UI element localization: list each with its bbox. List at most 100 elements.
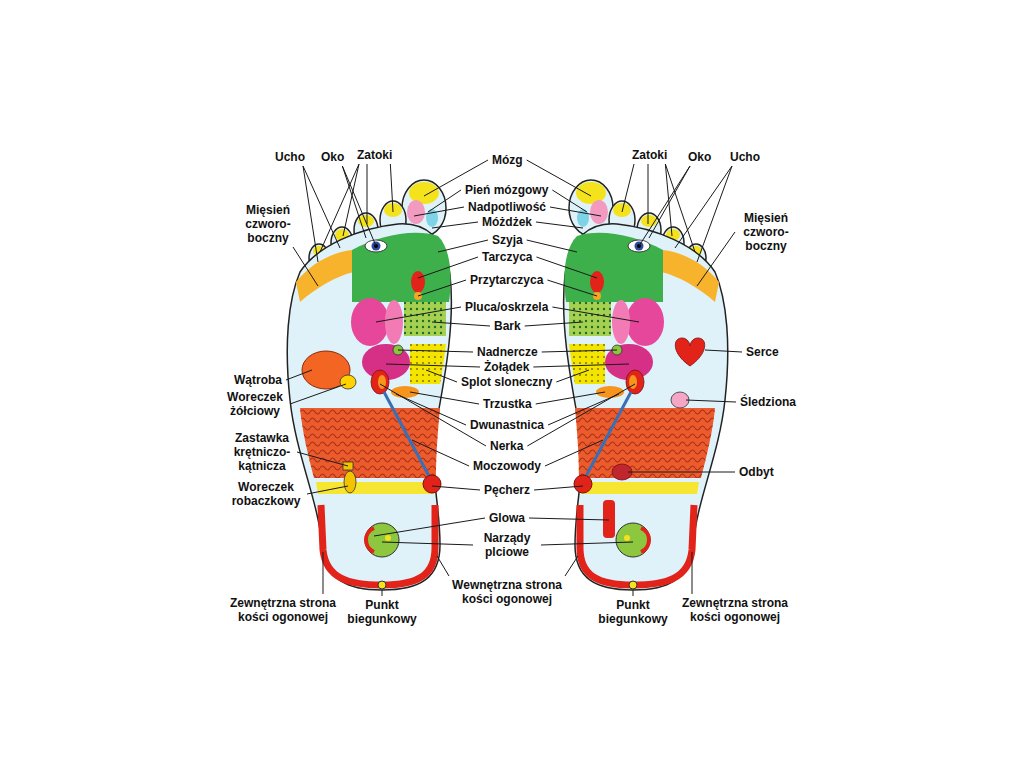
organ-label: Punkt biegunkowy [344,598,420,626]
leader-line [525,322,583,326]
leader-line [675,166,732,248]
organ-label: Mózg [491,153,524,167]
organ-label: Zatoki [356,148,393,162]
leader-line [536,392,605,404]
organ-label: Mięsień czworo- boczny [240,203,296,245]
leader-line [342,166,376,246]
leader-line [550,207,601,216]
organ-label: Dwunastnica [469,418,545,432]
leader-line [414,207,464,216]
leader-line [290,384,346,404]
leader-line [320,164,359,252]
leader-line [649,166,690,238]
leader-line [342,166,366,238]
leader-line [367,164,368,224]
leader-line [639,166,690,246]
organ-label: Punkt biegunkowy [595,598,671,626]
organ-label: Mięsień czworo- boczny [738,211,794,253]
organ-label: Pęcherz [483,483,531,497]
leader-line [536,257,597,278]
organ-label: Oko [320,150,345,164]
leader-line [633,590,634,596]
leader-line [426,370,457,382]
organ-label: Woreczek żółciowy [223,390,287,418]
leader-line [548,394,619,425]
leader-line [437,556,449,576]
leader-line [536,222,583,228]
leader-line [705,350,742,352]
leader-line [542,350,617,352]
leader-line [343,164,359,236]
organ-label: Odbyt [738,465,775,479]
leader-line [556,370,589,382]
leader-line [323,552,324,594]
organ-label: Śledziona [739,395,797,409]
organ-label: Pluca/oskrzela [464,300,549,314]
leader-line [533,364,629,367]
leader-line [545,440,603,466]
organ-label: Zewnętrzna strona kości ogonowej [222,596,344,624]
leader-line [293,247,318,286]
organ-label: Tarczyca [481,250,533,264]
leader-line [390,164,393,212]
leader-line [432,222,478,228]
leader-line [380,384,486,446]
organ-label: Bark [493,319,522,333]
organ-label: Trzustka [482,397,533,411]
appendix-zone [344,471,356,493]
organ-label: Woreczek robaczkowy [228,480,304,508]
leader-line [382,590,383,596]
leader-line [286,370,312,380]
left-foot [287,180,451,590]
organ-label: Moczowody [472,459,542,473]
leader-line [529,518,609,520]
organ-label: Szyja [491,233,524,247]
organ-label: Glowa [488,511,526,525]
leader-line [665,164,695,252]
organ-label: Pień mózgowy [464,183,549,197]
head-zone [603,500,615,538]
leader-line [628,472,735,473]
leader-line [303,166,340,248]
organ-label: Zastawka krętniczo- kątnicza [230,431,294,473]
leader-line [565,556,578,576]
leader-line [547,280,597,296]
organ-label: Wewnętrzna strona kości ogonowej [446,578,568,606]
organ-label: Zewnętrzna strona kości ogonowej [674,596,796,624]
leader-line [648,164,649,224]
organ-label: Nadnercze [476,345,539,359]
leader-line [692,552,693,594]
leader-line [552,307,639,322]
leader-line [386,364,480,367]
leader-line [697,166,732,262]
organ-label: Nadpotliwość [467,200,547,214]
organ-label: Splot sloneczny [460,375,553,389]
leader-line [398,350,473,352]
organ-label: Ucho [274,150,306,164]
leader-line [686,400,736,402]
heart-zone [675,338,704,366]
gallbladder-zone [340,375,356,389]
leader-line [410,392,479,404]
leader-line [303,166,318,262]
leader-line [396,394,466,425]
organ-label: Nerka [489,439,524,453]
organ-label: Żołądek [483,360,530,374]
organ-label: Narządy plciowe [476,531,538,559]
leader-line [376,307,461,322]
leader-line [541,542,633,545]
organ-label: Ucho [729,150,761,164]
leader-line [527,384,635,446]
leader-line [432,322,490,326]
leader-line [527,240,577,252]
organ-label: Móżdżek [481,215,533,229]
organ-label: Zatoki [631,148,668,162]
organ-label: Oko [687,150,712,164]
leader-line [418,280,466,296]
leader-line [432,486,480,490]
leader-line [697,232,735,286]
leader-line [622,164,634,212]
leader-line [412,440,469,466]
leader-line [297,452,348,466]
